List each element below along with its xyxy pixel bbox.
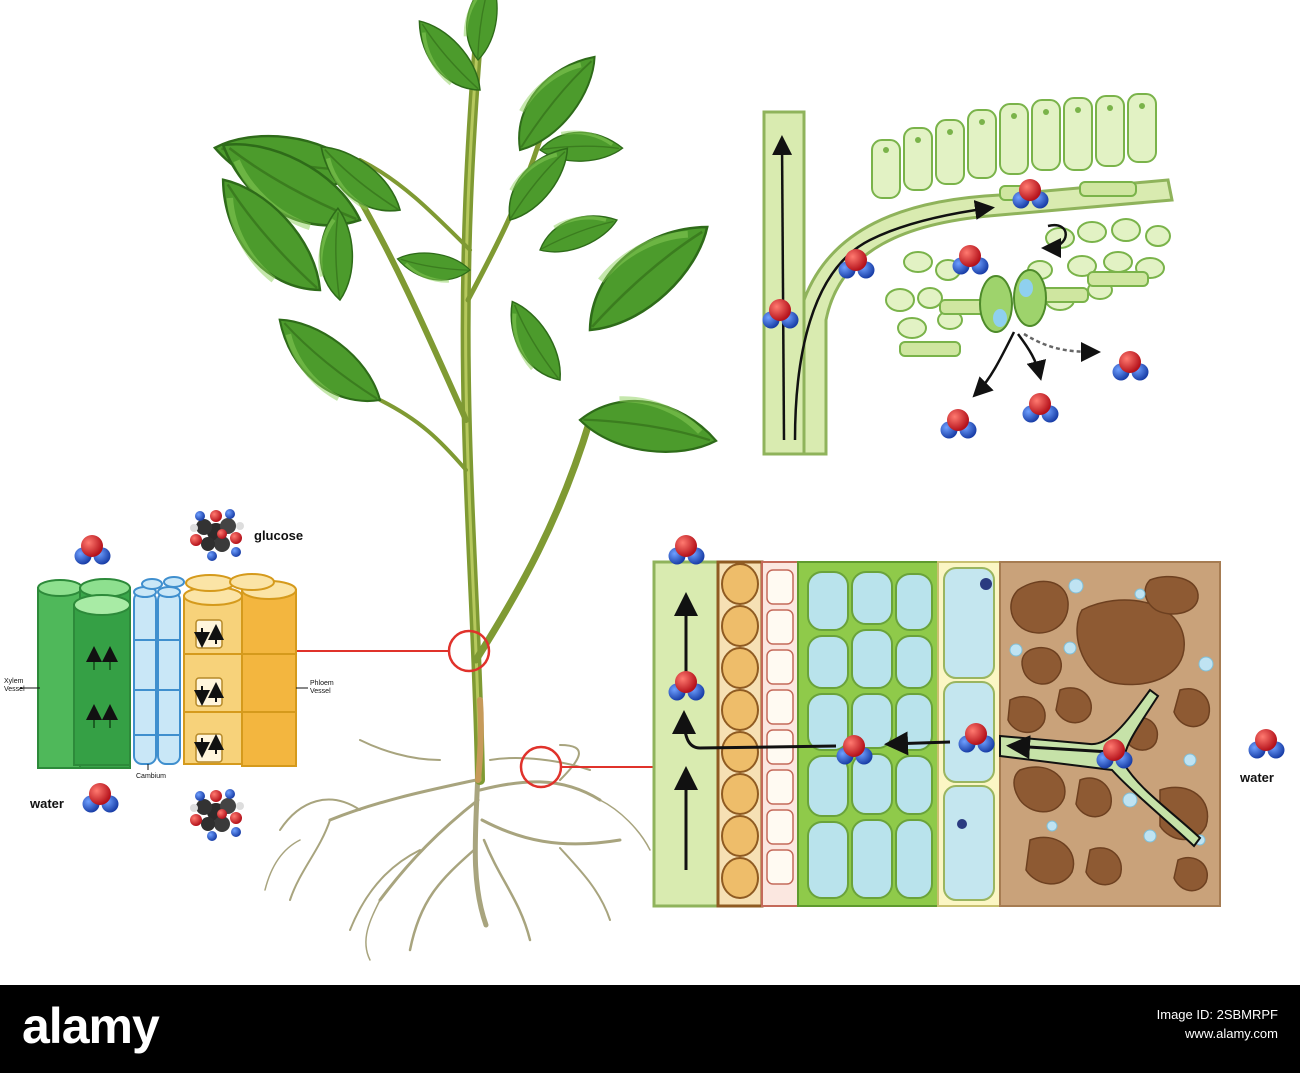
image-id: Image ID: 2SBMRPF [1156,1007,1278,1022]
vascular-bundle [20,509,308,841]
root-cross-section [652,535,1285,908]
xylem-vessel [37,578,131,769]
alamy-logo: alamy [22,998,160,1054]
zoom-connectors [270,629,716,789]
phloem-vessel [183,573,297,767]
site-url: www.alamy.com [1185,1026,1278,1041]
cambium [133,576,185,765]
watermark-footer: alamy Image ID: 2SBMRPF www.alamy.com [0,985,1300,1073]
cambium-label: Cambium [136,773,166,780]
water-label-left: water [30,796,64,811]
root-hair [999,688,1202,848]
water-label-right: water [1240,770,1274,785]
stoma [979,269,1047,333]
plant-stem [357,35,594,785]
leaf-cross-section [762,93,1174,456]
xylem-vessel-label: Xylem Vessel [4,678,25,693]
image-info: Image ID: 2SBMRPF www.alamy.com [1157,1005,1278,1043]
root-system [264,739,651,961]
phloem-vessel-label: Phloem Vessel [310,680,334,695]
plant-water-transport-diagram [20,0,1285,961]
glucose-label: glucose [254,528,304,543]
